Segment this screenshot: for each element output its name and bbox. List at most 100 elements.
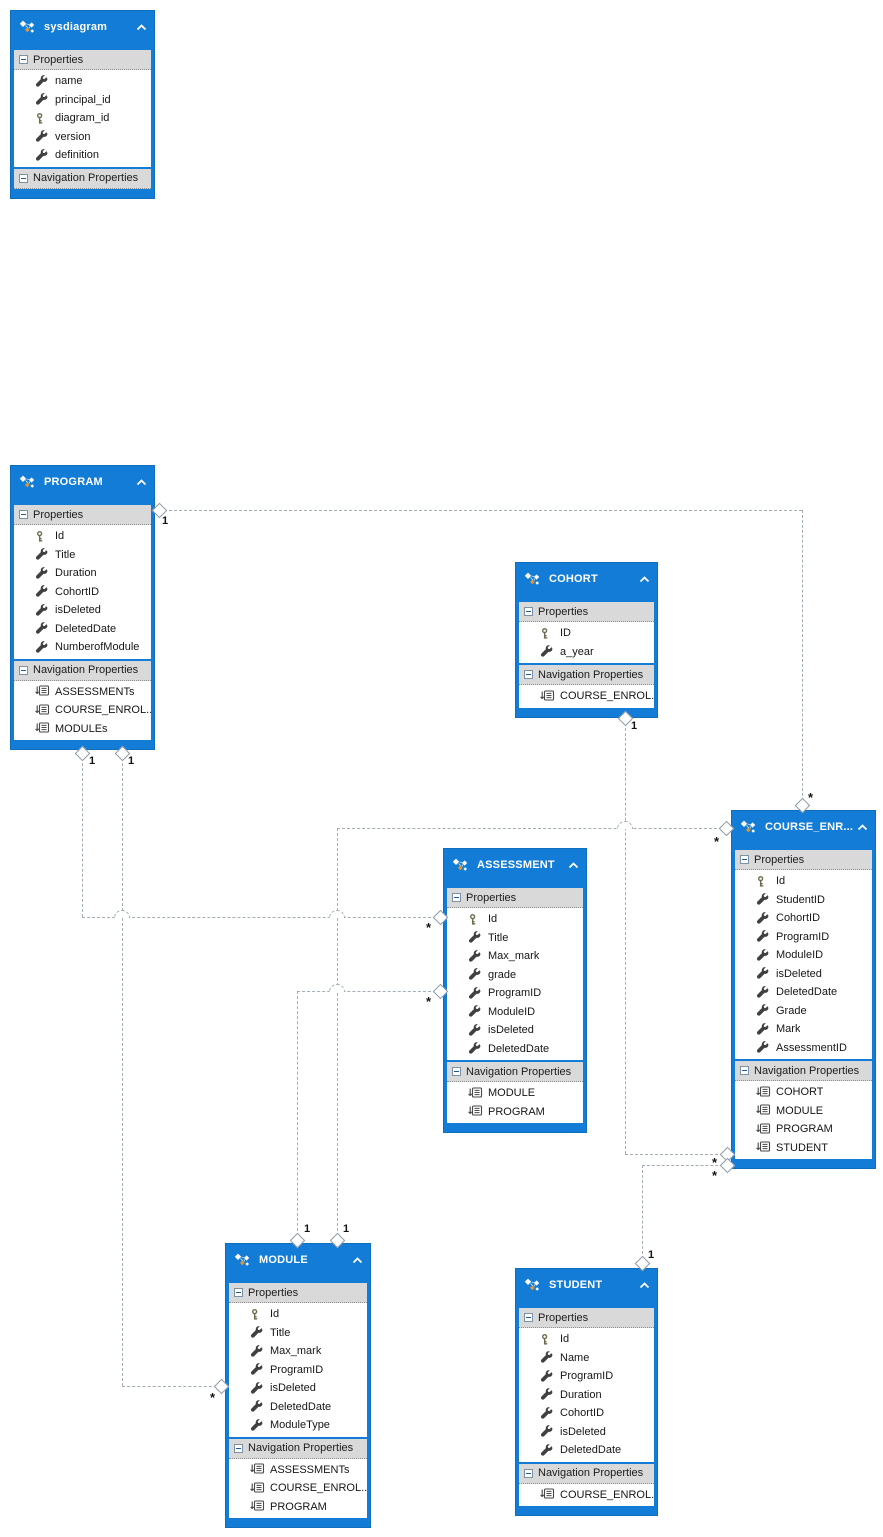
property-row[interactable]: Title: [447, 929, 583, 948]
property-row[interactable]: version: [14, 128, 151, 147]
property-row[interactable]: ProgramID: [447, 984, 583, 1003]
property-row[interactable]: DeletedDate: [735, 983, 872, 1002]
collapse-minus-icon[interactable]: [19, 173, 28, 183]
collapse-minus-icon[interactable]: [234, 1443, 243, 1453]
property-row[interactable]: ProgramID: [735, 928, 872, 947]
collapse-chevron-icon[interactable]: [568, 861, 580, 869]
association-line-cohort-course-enrollment[interactable]: [625, 1154, 723, 1155]
collapse-chevron-icon[interactable]: [136, 23, 148, 31]
property-row[interactable]: ModuleID: [447, 1003, 583, 1022]
navigation-property-row[interactable]: COURSE_ENROL...: [519, 1486, 654, 1505]
collapse-minus-icon[interactable]: [524, 1468, 533, 1478]
navigation-property-row[interactable]: ASSESSMENTs: [229, 1461, 367, 1480]
navigation-property-row[interactable]: COURSE_ENROL...: [14, 701, 151, 720]
navigation-property-row[interactable]: MODULEs: [14, 720, 151, 739]
collapse-chevron-icon[interactable]: [857, 823, 869, 831]
property-row[interactable]: StudentID: [735, 891, 872, 910]
properties-section-header[interactable]: Properties: [519, 1308, 654, 1328]
association-line-module-course-enrollment[interactable]: [337, 828, 338, 1236]
navigation-section-header[interactable]: Navigation Properties: [14, 660, 151, 681]
navigation-property-row[interactable]: STUDENT: [735, 1139, 872, 1158]
property-row[interactable]: Id: [519, 1330, 654, 1349]
collapse-minus-icon[interactable]: [19, 665, 28, 675]
collapse-minus-icon[interactable]: [452, 893, 461, 902]
association-line-module-course-enrollment[interactable]: [337, 828, 722, 829]
property-row[interactable]: Grade: [735, 1002, 872, 1021]
navigation-section-header[interactable]: Navigation Properties: [519, 665, 654, 685]
association-line-program-course-enrollment[interactable]: [164, 510, 802, 511]
property-row[interactable]: isDeleted: [447, 1021, 583, 1040]
property-row[interactable]: CohortID: [14, 583, 151, 602]
navigation-section-header[interactable]: Navigation Properties: [519, 1463, 654, 1484]
property-row[interactable]: ProgramID: [519, 1367, 654, 1386]
property-row[interactable]: isDeleted: [14, 601, 151, 620]
property-row[interactable]: grade: [447, 966, 583, 985]
properties-section-header[interactable]: Properties: [519, 602, 654, 622]
property-row[interactable]: name: [14, 72, 151, 91]
property-row[interactable]: Title: [229, 1324, 367, 1343]
property-row[interactable]: Id: [229, 1305, 367, 1324]
collapse-chevron-icon[interactable]: [136, 478, 148, 486]
collapse-minus-icon[interactable]: [19, 55, 28, 64]
property-row[interactable]: Mark: [735, 1020, 872, 1039]
entity-header-assessment[interactable]: ASSESSMENT: [443, 848, 587, 882]
property-row[interactable]: NumberofModule: [14, 638, 151, 657]
property-row[interactable]: definition: [14, 146, 151, 165]
collapse-minus-icon[interactable]: [524, 607, 533, 616]
collapse-chevron-icon[interactable]: [639, 1281, 651, 1289]
property-row[interactable]: isDeleted: [229, 1379, 367, 1398]
property-row[interactable]: ModuleID: [735, 946, 872, 965]
property-row[interactable]: Duration: [14, 564, 151, 583]
navigation-section-header[interactable]: Navigation Properties: [229, 1438, 367, 1459]
navigation-property-row[interactable]: COURSE_ENROL...: [519, 687, 654, 706]
navigation-property-row[interactable]: COHORT: [735, 1083, 872, 1102]
property-row[interactable]: isDeleted: [735, 965, 872, 984]
property-row[interactable]: Duration: [519, 1386, 654, 1405]
collapse-minus-icon[interactable]: [452, 1067, 461, 1076]
property-row[interactable]: Max_mark: [447, 947, 583, 966]
association-line-program-module[interactable]: [122, 1386, 217, 1387]
property-row[interactable]: isDeleted: [519, 1423, 654, 1442]
property-row[interactable]: DeletedDate: [14, 620, 151, 639]
properties-section-header[interactable]: Properties: [229, 1283, 367, 1303]
association-line-program-module[interactable]: [122, 758, 123, 1386]
navigation-property-row[interactable]: PROGRAM: [229, 1498, 367, 1517]
property-row[interactable]: CohortID: [519, 1404, 654, 1423]
association-line-student-course-enrollment[interactable]: [642, 1165, 723, 1166]
navigation-property-row[interactable]: PROGRAM: [447, 1103, 583, 1122]
property-row[interactable]: ID: [519, 624, 654, 643]
association-line-module-assessment[interactable]: [297, 991, 436, 992]
property-row[interactable]: a_year: [519, 643, 654, 662]
collapse-minus-icon[interactable]: [740, 855, 749, 864]
properties-section-header[interactable]: Properties: [14, 505, 151, 525]
property-row[interactable]: DeletedDate: [447, 1040, 583, 1059]
property-row[interactable]: DeletedDate: [519, 1441, 654, 1460]
entity-header-sysdiagram[interactable]: sysdiagram: [10, 10, 155, 44]
property-row[interactable]: principal_id: [14, 91, 151, 110]
navigation-property-row[interactable]: ASSESSMENTs: [14, 683, 151, 702]
association-line-module-assessment[interactable]: [297, 991, 298, 1236]
navigation-section-header[interactable]: Navigation Properties: [447, 1062, 583, 1082]
property-row[interactable]: diagram_id: [14, 109, 151, 128]
association-line-cohort-course-enrollment[interactable]: [625, 723, 626, 1154]
collapse-minus-icon[interactable]: [740, 1066, 749, 1075]
properties-section-header[interactable]: Properties: [447, 888, 583, 908]
property-row[interactable]: Id: [14, 527, 151, 546]
property-row[interactable]: CohortID: [735, 909, 872, 928]
property-row[interactable]: ModuleType: [229, 1416, 367, 1435]
collapse-chevron-icon[interactable]: [352, 1256, 364, 1264]
collapse-minus-icon[interactable]: [524, 670, 533, 679]
navigation-section-header[interactable]: Navigation Properties: [735, 1061, 872, 1081]
entity-header-module[interactable]: MODULE: [225, 1243, 371, 1277]
properties-section-header[interactable]: Properties: [735, 850, 872, 870]
association-line-program-assessment[interactable]: [82, 917, 436, 918]
properties-section-header[interactable]: Properties: [14, 50, 151, 70]
navigation-property-row[interactable]: PROGRAM: [735, 1120, 872, 1139]
entity-header-student[interactable]: STUDENT: [515, 1268, 658, 1302]
entity-header-cohort[interactable]: COHORT: [515, 562, 658, 596]
